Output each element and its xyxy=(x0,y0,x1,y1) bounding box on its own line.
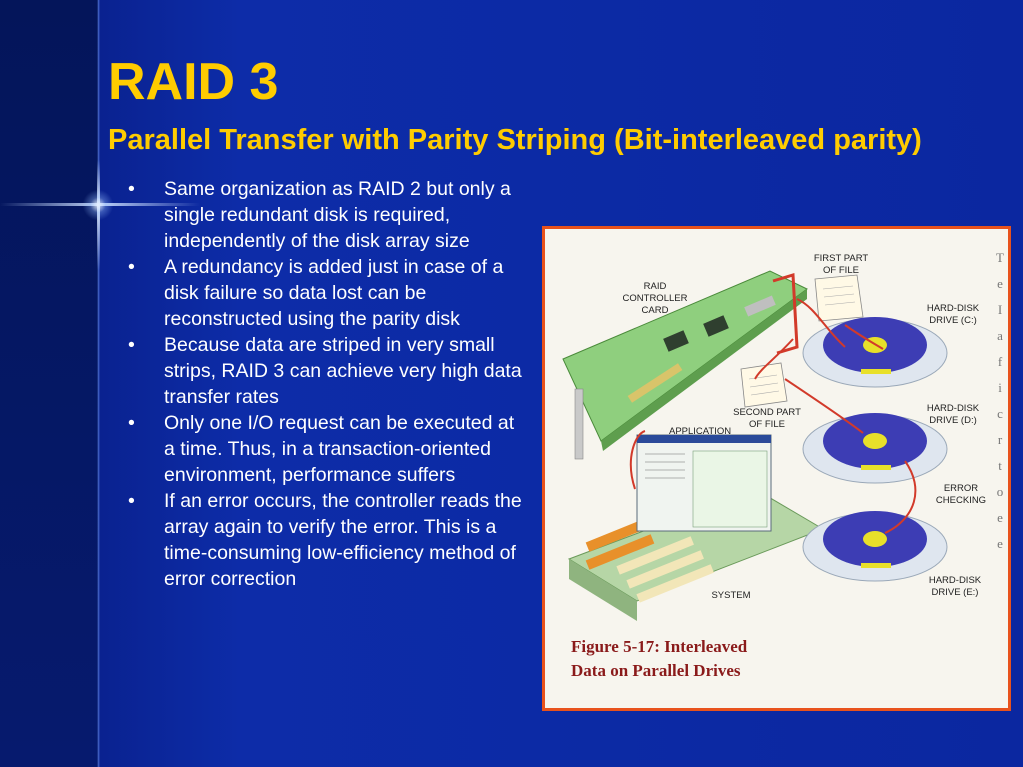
bullet-dot: • xyxy=(128,412,135,434)
bullet-text: Only one I/O request can be executed at … xyxy=(164,412,515,486)
figure-caption: Figure 5-17: Interleaved Data on Paralle… xyxy=(571,635,747,683)
raid3-figure: RAID CONTROLLER CARD FIRST PART OF FILE … xyxy=(542,226,1011,711)
label-drive-c-1: HARD-DISK xyxy=(927,303,980,314)
label-drive-e-2: DRIVE (E:) xyxy=(932,587,979,598)
label-raid: RAID xyxy=(644,281,667,292)
bullet-dot: • xyxy=(128,490,135,512)
label-drive-c-2: DRIVE (C:) xyxy=(929,315,977,326)
label-first-part: FIRST PART xyxy=(814,253,869,264)
first-part-of-file-document xyxy=(814,274,864,322)
label-application: APPLICATION xyxy=(669,426,731,437)
label-system: SYSTEM xyxy=(711,590,750,601)
label-second-part: SECOND PART xyxy=(733,407,801,418)
data-flow-arrows xyxy=(629,298,917,534)
label-drive-d-1: HARD-DISK xyxy=(927,403,980,414)
cable-bracket xyxy=(772,273,799,355)
bullet-item: • Only one I/O request can be executed at… xyxy=(128,410,523,488)
bullet-list: • Same organization as RAID 2 but only a … xyxy=(128,176,523,592)
label-drive-e-1: HARD-DISK xyxy=(929,575,982,586)
figure-caption-line2: Data on Parallel Drives xyxy=(571,661,741,680)
label-of-file-1: OF FILE xyxy=(823,265,859,276)
bullet-dot: • xyxy=(128,178,135,200)
bullet-dot: • xyxy=(128,334,135,356)
bullet-text: Because data are striped in very small s… xyxy=(164,334,522,408)
label-of-file-2: OF FILE xyxy=(749,419,785,430)
hard-disk-drive-e xyxy=(802,511,948,582)
label-controller: CONTROLLER xyxy=(623,293,688,304)
hard-disk-drive-c xyxy=(802,317,948,388)
hard-disk-drive-d xyxy=(802,413,948,484)
figure-caption-line1: Figure 5-17: Interleaved xyxy=(571,637,748,656)
label-card: CARD xyxy=(642,305,669,316)
application-window xyxy=(636,434,772,532)
figure-edge-text: T e I a f i c r t o e e xyxy=(996,250,1004,551)
left-dark-band xyxy=(0,0,98,767)
bullet-item: • Same organization as RAID 2 but only a … xyxy=(128,176,523,254)
bullet-item: • A redundancy is added just in case of a… xyxy=(128,254,523,332)
bullet-text: A redundancy is added just in case of a … xyxy=(164,256,504,330)
raid-controller-card xyxy=(562,270,808,460)
raid3-illustration: RAID CONTROLLER CARD FIRST PART OF FILE … xyxy=(562,253,986,621)
second-part-of-file-document xyxy=(740,362,788,408)
slide-subtitle: Parallel Transfer with Parity Striping (… xyxy=(108,124,922,156)
label-error: ERROR xyxy=(944,483,978,494)
lens-flare-glow xyxy=(82,190,114,220)
bullet-text: Same organization as RAID 2 but only a s… xyxy=(164,178,511,252)
bullet-item: • If an error occurs, the controller read… xyxy=(128,488,523,592)
label-checking: CHECKING xyxy=(936,495,986,506)
slide-title: RAID 3 xyxy=(108,53,279,111)
bullet-text: If an error occurs, the controller reads… xyxy=(164,490,522,590)
vertical-glow-line xyxy=(97,0,100,767)
label-drive-d-2: DRIVE (D:) xyxy=(929,415,977,426)
bullet-dot: • xyxy=(128,256,135,278)
bullet-item: • Because data are striped in very small … xyxy=(128,332,523,410)
